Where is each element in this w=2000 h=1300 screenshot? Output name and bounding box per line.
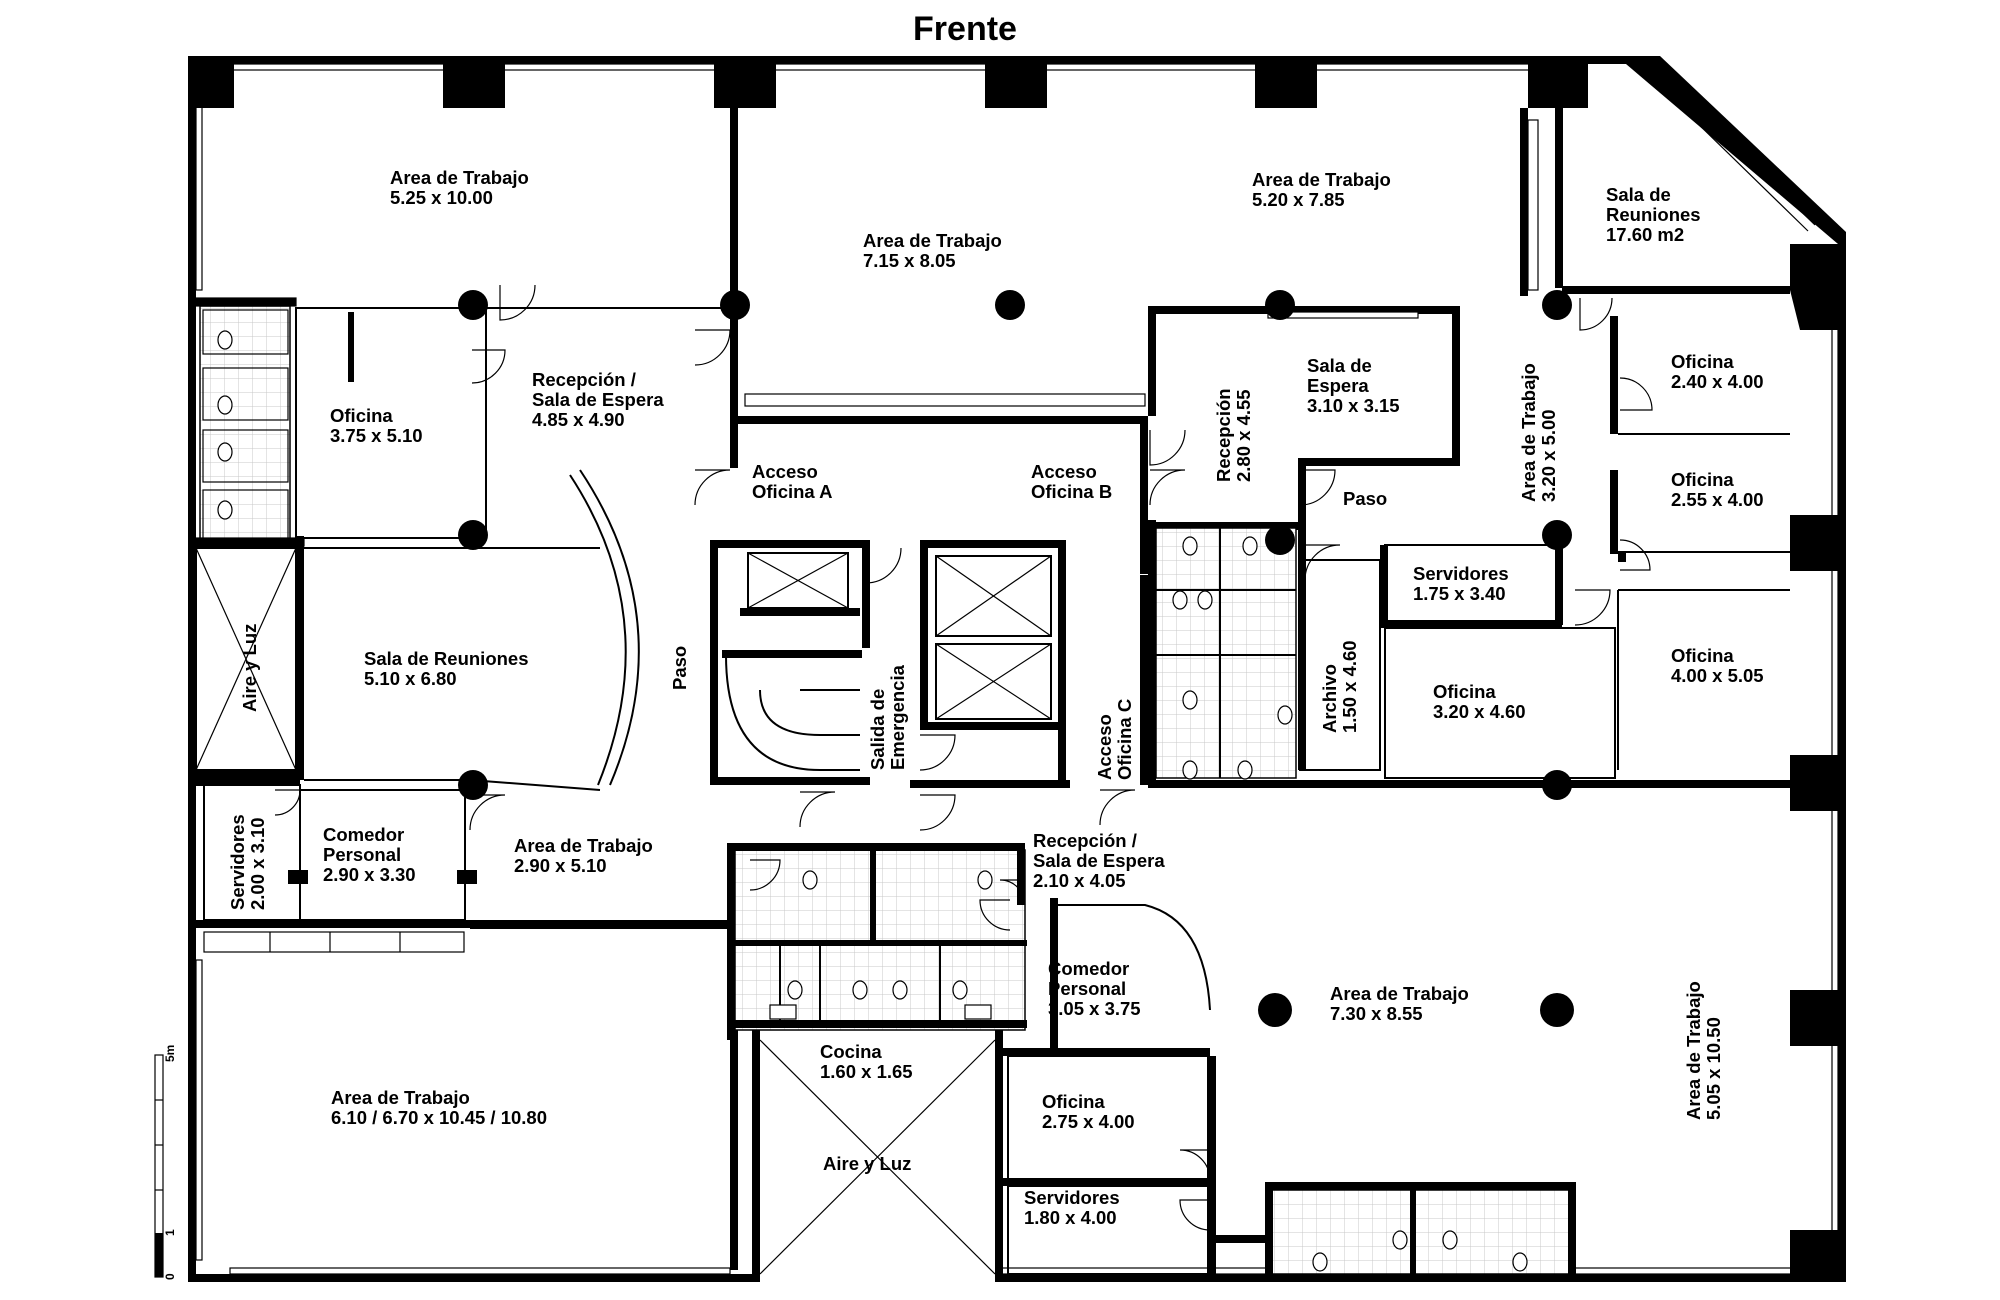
room-label-oficina-e1: Oficina 2.40 x 4.00 — [1671, 351, 1764, 392]
room-label-servidores-b: Servidores 1.75 x 3.40 — [1413, 563, 1514, 604]
columns — [458, 290, 1574, 1027]
room-label-trabajo-w-mid: Area de Trabajo 2.90 x 5.10 — [514, 835, 658, 876]
scale-bar: 0 1 5m — [154, 1045, 177, 1280]
room-label-acceso-a: Acceso Oficina A — [752, 461, 833, 502]
room-label-aire-luz-w: Aire y Luz — [239, 624, 260, 712]
plan-title: Frente — [913, 10, 1017, 48]
room-label-oficina-c: Oficina 2.75 x 4.00 — [1042, 1091, 1135, 1132]
scale-label-5m: 5m — [163, 1045, 177, 1062]
room-label-trabajo-nw: Area de Trabajo 5.25 x 10.00 — [390, 167, 534, 208]
room-label-oficina-w: Oficina 3.75 x 5.10 — [330, 405, 423, 446]
room-label-oficina-e2: Oficina 2.55 x 4.00 — [1671, 469, 1764, 510]
room-labels: Area de Trabajo 5.25 x 10.00 Area de Tra… — [227, 167, 1764, 1228]
room-label-oficina-e3: Oficina 4.00 x 5.05 — [1671, 645, 1764, 686]
room-label-sala-espera-b: Sala de Espera 3.10 x 3.15 — [1307, 355, 1400, 416]
room-label-servidores-c: Servidores 1.80 x 4.00 — [1024, 1187, 1125, 1228]
room-label-salida-emergencia: Salida de Emergencia — [867, 664, 908, 770]
room-label-recepcion-c: Recepción / Sala de Espera 2.10 x 4.05 — [1033, 830, 1170, 891]
room-label-trabajo-e-low: Area de Trabajo 5.05 x 10.50 — [1683, 976, 1724, 1120]
scale-label-0: 0 — [163, 1273, 177, 1280]
fixtures — [195, 297, 1528, 1272]
room-label-comedor-a: Comedor Personal 2.90 x 3.30 — [323, 824, 416, 885]
room-label-trabajo-sw: Area de Trabajo 6.10 / 6.70 x 10.45 / 10… — [331, 1087, 547, 1128]
doors — [274, 284, 1653, 1231]
room-label-aire-luz-s: Aire y Luz — [823, 1153, 911, 1174]
room-label-trabajo-center-low: Area de Trabajo 7.30 x 8.55 — [1330, 983, 1474, 1024]
room-label-archivo: Archivo 1.50 x 4.60 — [1319, 640, 1360, 733]
room-label-servidores-a: Servidores 2.00 x 3.10 — [227, 809, 268, 910]
room-label-paso-a: Paso — [669, 646, 690, 690]
room-label-comedor-c: Comedor Personal 3.05 x 3.75 — [1048, 958, 1141, 1019]
scale-label-1: 1 — [163, 1229, 177, 1236]
room-label-paso-b: Paso — [1343, 488, 1387, 509]
room-label-acceso-b: Acceso Oficina B — [1031, 461, 1112, 502]
room-label-recepcion-b: Recepción 2.80 x 4.55 — [1213, 383, 1254, 482]
room-label-cocina: Cocina 1.60 x 1.65 — [820, 1041, 913, 1082]
room-label-sala-reuniones-w: Sala de Reuniones 5.10 x 6.80 — [364, 648, 534, 689]
room-label-acceso-c: Acceso Oficina C — [1094, 699, 1135, 780]
room-label-trabajo-e-corridor: Area de Trabajo 3.20 x 5.00 — [1518, 358, 1559, 502]
room-label-sala-reuniones-ne: Sala de Reuniones 17.60 m2 — [1606, 184, 1706, 245]
room-label-oficina-b: Oficina 3.20 x 4.60 — [1433, 681, 1526, 722]
room-label-recepcion-a: Recepción / Sala de Espera 4.85 x 4.90 — [532, 369, 669, 430]
room-label-trabajo-ne: Area de Trabajo 5.20 x 7.85 — [1252, 169, 1396, 210]
room-label-trabajo-center-top: Area de Trabajo 7.15 x 8.05 — [863, 230, 1007, 271]
